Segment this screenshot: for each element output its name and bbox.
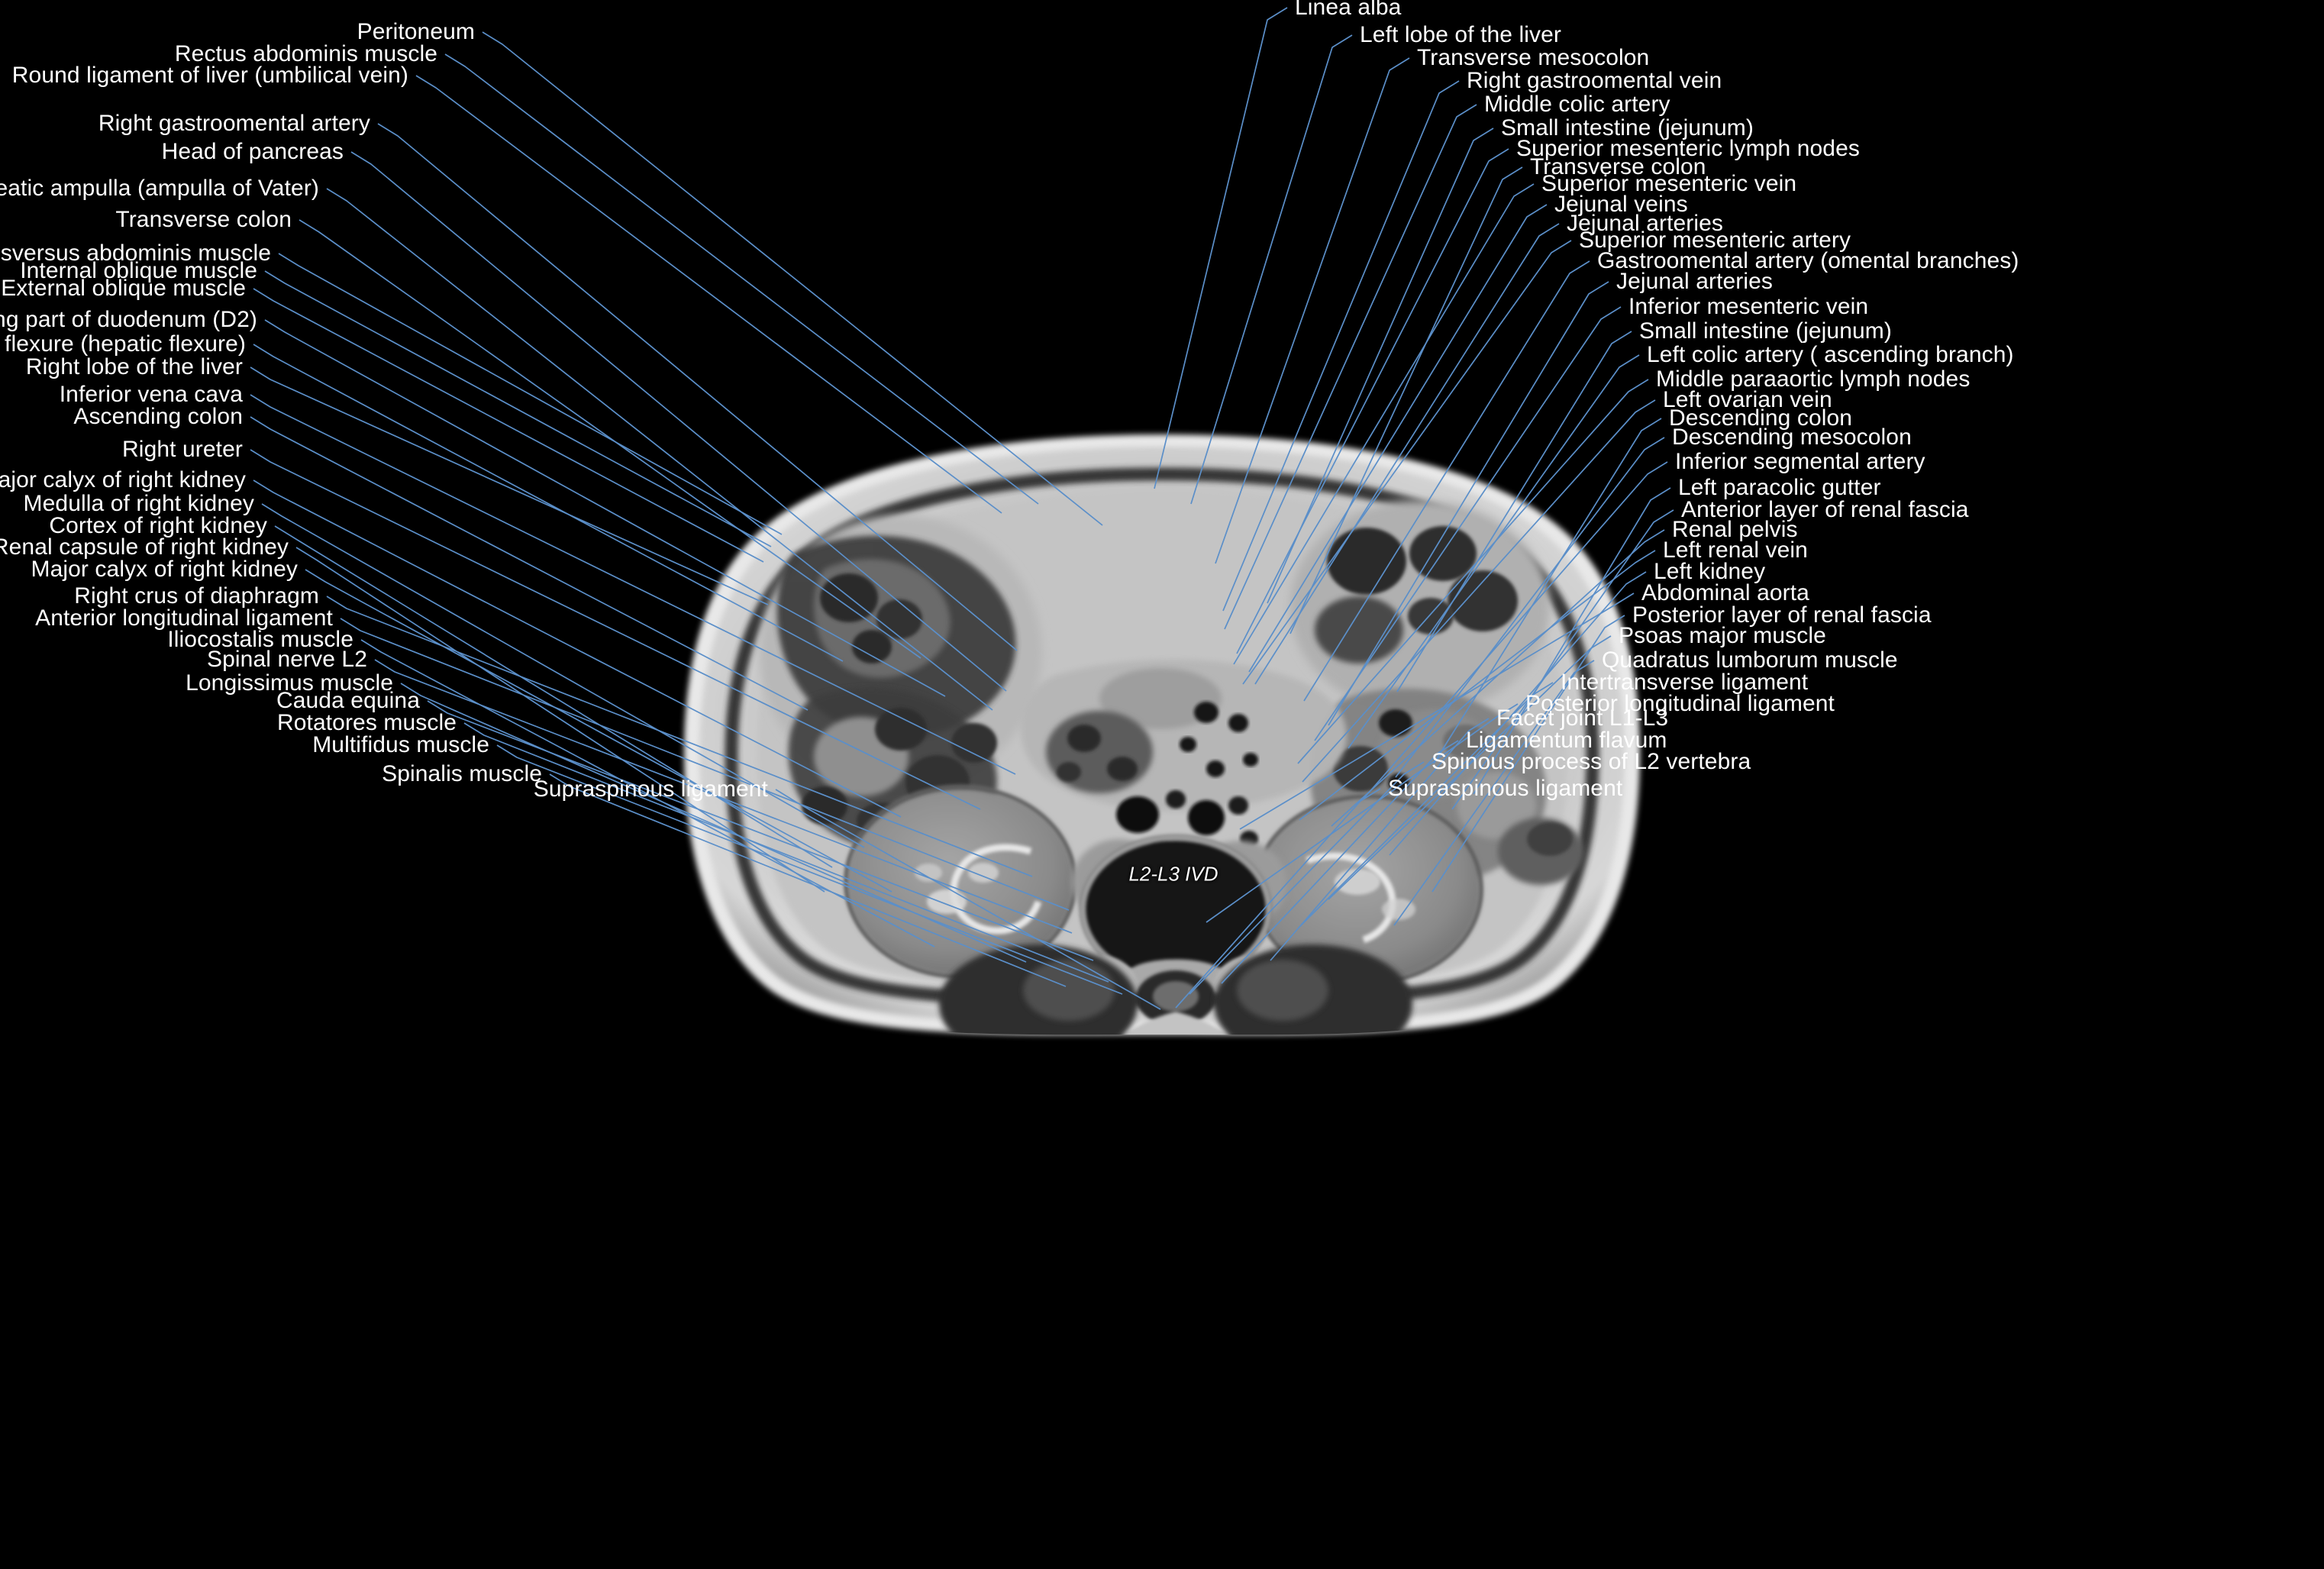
anatomy-label-gastroomental-artery-omental-branches: Gastroomental artery (omental branches) — [1597, 248, 2019, 273]
anatomy-label-descending-colon: Descending colon — [1669, 405, 1853, 431]
anatomy-label-left-paracolic-gutter: Left paracolic gutter — [1678, 475, 1881, 500]
leader-line-linea-alba — [1154, 7, 1288, 489]
anatomy-label-facet-joint-l1-l3: Facet joint L1-L3 — [1496, 705, 1669, 731]
anatomy-label-middle-paraaortic-lymph-nodes: Middle paraaortic lymph nodes — [1656, 366, 1971, 392]
anatomy-label-supraspinous-ligament: Supraspinous ligament — [1388, 776, 1623, 801]
anatomy-label-posterior-layer-of-renal-fascia: Posterior layer of renal fascia — [1632, 602, 1932, 628]
anatomy-label-major-calyx-of-right-kidney: Major calyx of right kidney — [0, 467, 246, 492]
anatomy-label-psoas-major-muscle: Psoas major muscle — [1619, 623, 1826, 648]
anatomy-label-left-renal-vein: Left renal vein — [1663, 538, 1808, 563]
anatomy-label-internal-oblique-muscle: Internal oblique muscle — [20, 258, 257, 283]
anatomy-label-anterior-longitudinal-ligament: Anterior longitudinal ligament — [35, 605, 333, 631]
ivd-overlay-label: L2-L3 IVD — [1128, 862, 1218, 886]
anatomy-label-cortex-of-right-kidney: Cortex of right kidney — [49, 513, 267, 538]
anatomy-label-right-crus-of-diaphragm: Right crus of diaphragm — [74, 583, 319, 609]
anatomy-label-round-ligament-of-liver-umbilical-vein: Round ligament of liver (umbilical vein) — [11, 63, 408, 88]
anatomy-label-abdominal-aorta: Abdominal aorta — [1641, 580, 1809, 605]
anatomy-label-linea-alba: Linea alba — [1295, 0, 1402, 20]
anatomy-label-multifidus-muscle: Multifidus muscle — [312, 732, 489, 757]
anatomy-label-renal-pelvis: Renal pelvis — [1672, 517, 1798, 542]
anatomy-label-jejunal-arteries: Jejunal arteries — [1616, 269, 1774, 294]
anatomy-label-right-gastroomental-artery: Right gastroomental artery — [98, 111, 370, 136]
anatomy-label-descending-mesocolon: Descending mesocolon — [1672, 425, 1912, 450]
anatomy-label-superior-mesenteric-vein: Superior mesenteric vein — [1541, 171, 1797, 196]
anatomy-label-small-intestine-jejunum: Small intestine (jejunum) — [1501, 115, 1754, 140]
anatomy-label-rectus-abdominis-muscle: Rectus abdominis muscle — [174, 41, 437, 66]
anatomy-label-small-intestine-jejunum: Small intestine (jejunum) — [1639, 318, 1892, 344]
anatomy-label-right-lobe-of-the-liver: Right lobe of the liver — [25, 354, 243, 379]
anatomy-label-jejunal-arteries: Jejunal arteries — [1567, 211, 1724, 236]
anatomy-label-medulla-of-right-kidney: Medulla of right kidney — [23, 491, 254, 516]
anatomy-label-descending-part-of-duodenum-d2: Descending part of duodenum (D2) — [0, 307, 257, 332]
anatomy-label-superior-mesenteric-lymph-nodes: Superior mesenteric lymph nodes — [1516, 136, 1860, 161]
anatomy-label-left-ovarian-vein: Left ovarian vein — [1663, 387, 1832, 412]
anatomy-label-spinalis-muscle: Spinalis muscle — [382, 761, 542, 786]
anatomy-label-peritoneum: Peritoneum — [357, 19, 475, 44]
anatomy-label-anterior-layer-of-renal-fascia: Anterior layer of renal fascia — [1681, 497, 1969, 522]
anatomy-label-head-of-pancreas: Head of pancreas — [161, 139, 344, 164]
anatomy-label-longissimus-muscle: Longissimus muscle — [186, 670, 393, 696]
anatomy-label-rotatores-muscle: Rotatores muscle — [276, 710, 457, 735]
anatomy-label-ascending-colon: Ascending colon — [73, 404, 243, 429]
anatomy-label-right-gastroomental-vein: Right gastroomental vein — [1467, 68, 1722, 93]
anatomy-label-spinous-process-of-l2-vertebra: Spinous process of L2 vertebra — [1432, 749, 1751, 774]
anatomy-label-renal-capsule-of-right-kidney: Renal capsule of right kidney — [0, 534, 289, 560]
anatomy-label-transverse-mesocolon: Transverse mesocolon — [1417, 45, 1650, 70]
anatomy-label-quadratus-lumborum-muscle: Quadratus lumborum muscle — [1602, 647, 1898, 673]
anatomy-label-transversus-abdominis-muscle: Transversus abdominis muscle — [0, 241, 271, 266]
anatomy-label-inferior-segmental-artery: Inferior segmental artery — [1675, 449, 1925, 474]
anatomy-label-intertransverse-ligament: Intertransverse ligament — [1561, 670, 1809, 695]
anatomy-label-external-oblique-muscle: External oblique muscle — [1, 276, 246, 301]
anatomy-label-right-colic-flexure-hepatic-flexure: Right colic flexure (hepatic flexure) — [0, 331, 246, 357]
anatomy-label-middle-colic-artery: Middle colic artery — [1484, 92, 1670, 117]
anatomy-label-posterior-longitudinal-ligament: Posterior longitudinal ligament — [1525, 691, 1835, 716]
anatomy-label-inferior-vena-cava: Inferior vena cava — [59, 382, 243, 407]
anatomy-label-superior-mesenteric-artery: Superior mesenteric artery — [1579, 228, 1851, 253]
anatomy-label-right-ureter: Right ureter — [122, 437, 243, 462]
anatomy-label-major-calyx-of-right-kidney: Major calyx of right kidney — [31, 557, 298, 582]
anatomy-label-left-lobe-of-the-liver: Left lobe of the liver — [1360, 22, 1562, 47]
anatomy-label-left-colic-artery-ascending-branch: Left colic artery ( ascending branch) — [1647, 342, 2014, 367]
anatomy-label-transverse-colon: Transverse colon — [1530, 154, 1706, 179]
anatomy-label-inferior-mesenteric-vein: Inferior mesenteric vein — [1628, 294, 1869, 319]
anatomy-label-hepatopancreatic-ampulla-ampulla-of-vater: Hepatopancreatic ampulla (ampulla of Vat… — [0, 176, 319, 201]
anatomy-label-supraspinous-ligament: Supraspinous ligament — [533, 776, 768, 802]
anatomy-label-transverse-colon: Transverse colon — [115, 207, 292, 232]
anatomy-label-cauda-equina: Cauda equina — [276, 688, 420, 713]
anatomy-label-spinal-nerve-l2: Spinal nerve L2 — [207, 647, 367, 672]
anatomy-label-left-kidney: Left kidney — [1654, 559, 1766, 584]
anatomy-label-jejunal-veins: Jejunal veins — [1554, 192, 1688, 217]
anatomy-label-iliocostalis-muscle: Iliocostalis muscle — [167, 627, 353, 652]
anatomy-label-ligamentum-flavum: Ligamentum flavum — [1466, 728, 1667, 753]
